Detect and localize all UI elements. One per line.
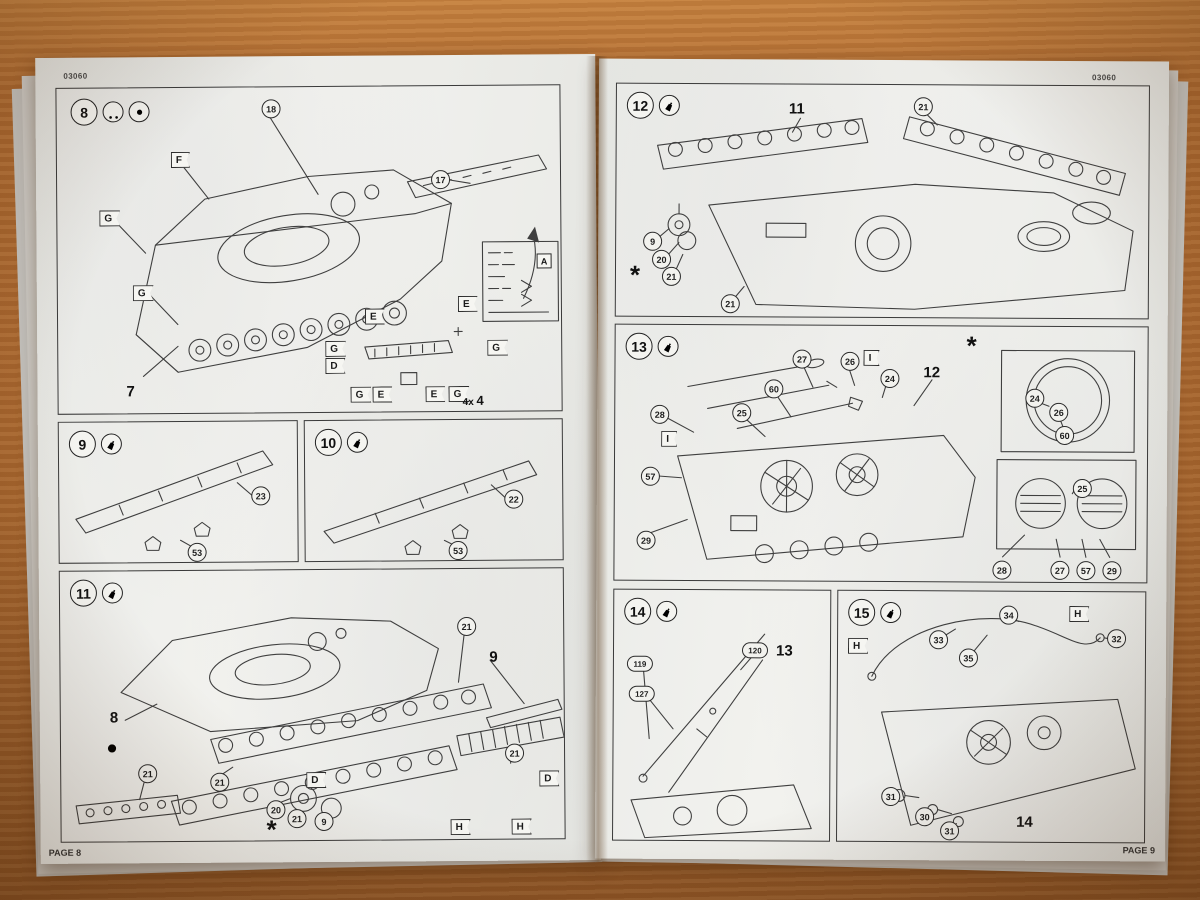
kit-number: 03060 <box>63 71 88 81</box>
part-callout: 57 <box>640 466 660 486</box>
part-callout: 27 <box>1050 560 1070 580</box>
glue-bottle-icon <box>656 600 678 622</box>
part-callout: 27 <box>792 349 812 369</box>
part-callout: 24 <box>880 368 900 389</box>
part-callout: 32 <box>1107 629 1127 649</box>
part-callout: 21 <box>913 97 933 117</box>
step-13-panel: 13 * 27 <box>613 323 1149 584</box>
hull-and-tracks-illustration <box>75 617 565 826</box>
part-callout: 9 <box>643 231 663 251</box>
part-callout: 57 <box>1076 561 1096 581</box>
sun-icon <box>101 737 123 764</box>
part-callout: 31 <box>881 787 901 807</box>
rear-deck-illustration <box>648 349 1137 564</box>
antenna-illustration <box>630 633 812 839</box>
part-callout: 20 <box>651 249 672 269</box>
part-callout: 53 <box>187 542 207 562</box>
assembly-label: 11 <box>788 100 805 118</box>
part-callout: 21 <box>720 294 740 314</box>
part-callout: 29 <box>636 530 656 550</box>
step-9-panel: 9 23 53 <box>57 420 299 564</box>
step-number: 14 <box>624 597 652 625</box>
part-callout: 60 <box>764 379 784 399</box>
part-callout: 21 <box>661 266 682 286</box>
assembly-label: 14 <box>1016 813 1033 831</box>
part-callout: 21 <box>287 809 307 829</box>
step-15-panel: 15 33 34 H 32 H 35 31 30 31 <box>836 589 1147 844</box>
part-callout: 34 <box>999 605 1019 625</box>
part-callout: 53 <box>448 540 468 561</box>
manual-page-right: 03060 12 11 21 9 20 <box>594 58 1170 862</box>
part-callout: 60 <box>1055 425 1075 446</box>
step-number: 11 <box>69 579 98 607</box>
step-12-panel: 12 11 21 9 20 * 21 21 <box>614 82 1150 320</box>
tank-hull-illustration <box>112 116 560 386</box>
asterisk-marker: * <box>629 259 641 290</box>
part-callout: 28 <box>992 560 1012 580</box>
part-callout: 25 <box>1072 478 1092 499</box>
step-10-panel: 10 22 53 <box>303 418 564 563</box>
glue-bottle-icon <box>657 335 679 357</box>
kit-number: 03060 <box>1091 73 1117 83</box>
hull-and-tracks-illustration <box>654 108 1134 310</box>
part-callout: 35 <box>958 648 979 668</box>
pliers-icon <box>102 101 124 123</box>
tow-cable-illustration <box>867 616 1136 829</box>
part-callout: 21 <box>457 616 477 637</box>
part-callout: 18 <box>261 99 281 119</box>
part-callout: 22 <box>504 489 524 509</box>
decal-sheet-label: A <box>536 253 552 269</box>
part-callout: 9 <box>314 811 334 832</box>
page-footer: PAGE 8 <box>48 847 82 858</box>
part-callout: 30 <box>915 807 935 827</box>
glue-bottle-icon <box>101 582 124 604</box>
part-callout: 21 <box>504 743 525 763</box>
part-callout: 25 <box>732 403 752 423</box>
step-number: 9 <box>68 430 96 458</box>
asterisk-marker: * <box>966 330 977 361</box>
glue-bottle-icon <box>100 433 122 455</box>
assembly-label: 13 <box>775 642 793 660</box>
side-skirt-illustration <box>75 450 274 551</box>
glue-bottle-icon <box>880 601 902 624</box>
asterisk-marker: * <box>266 814 277 845</box>
assembly-label: 8 <box>109 709 119 727</box>
step-8-panel: 8 <box>55 84 563 415</box>
step-number: 10 <box>314 428 342 457</box>
part-callout: 120 <box>741 642 769 659</box>
part-callout: 23 <box>251 486 271 506</box>
part-callout: 21 <box>138 764 158 784</box>
part-callout: 29 <box>1102 561 1122 581</box>
part-callout: 119 <box>626 655 653 672</box>
decal-sun-icon <box>128 101 150 123</box>
part-callout: 33 <box>929 630 949 650</box>
part-callout: 127 <box>628 685 655 702</box>
side-skirt-illustration <box>323 460 538 556</box>
assembly-label: 7 <box>126 383 135 401</box>
part-callout: 21 <box>210 772 230 792</box>
step-11-panel: 11 21 9 8 <box>58 567 566 845</box>
assembly-label: 12 <box>923 364 941 382</box>
manual-page-left: 03060 8 <box>35 54 601 864</box>
part-callout: 26 <box>840 351 860 371</box>
part-callout: 26 <box>1049 402 1069 422</box>
page-footer: PAGE 9 <box>1122 845 1155 856</box>
part-callout: 24 <box>1025 388 1045 408</box>
step-14-panel: 14 119 120 127 13 <box>612 588 832 842</box>
step-number: 8 <box>70 98 98 126</box>
step-number: 15 <box>848 598 876 626</box>
step-number: 12 <box>626 91 654 119</box>
glue-bottle-icon <box>346 431 368 453</box>
step-number: 13 <box>625 332 653 360</box>
quantity-label: 4x 4 <box>462 392 484 408</box>
assembly-label: 9 <box>489 648 498 666</box>
part-callout: 28 <box>650 404 670 424</box>
part-callout: 17 <box>430 170 451 190</box>
part-callout: 31 <box>940 821 960 841</box>
glue-bottle-icon <box>658 94 680 116</box>
